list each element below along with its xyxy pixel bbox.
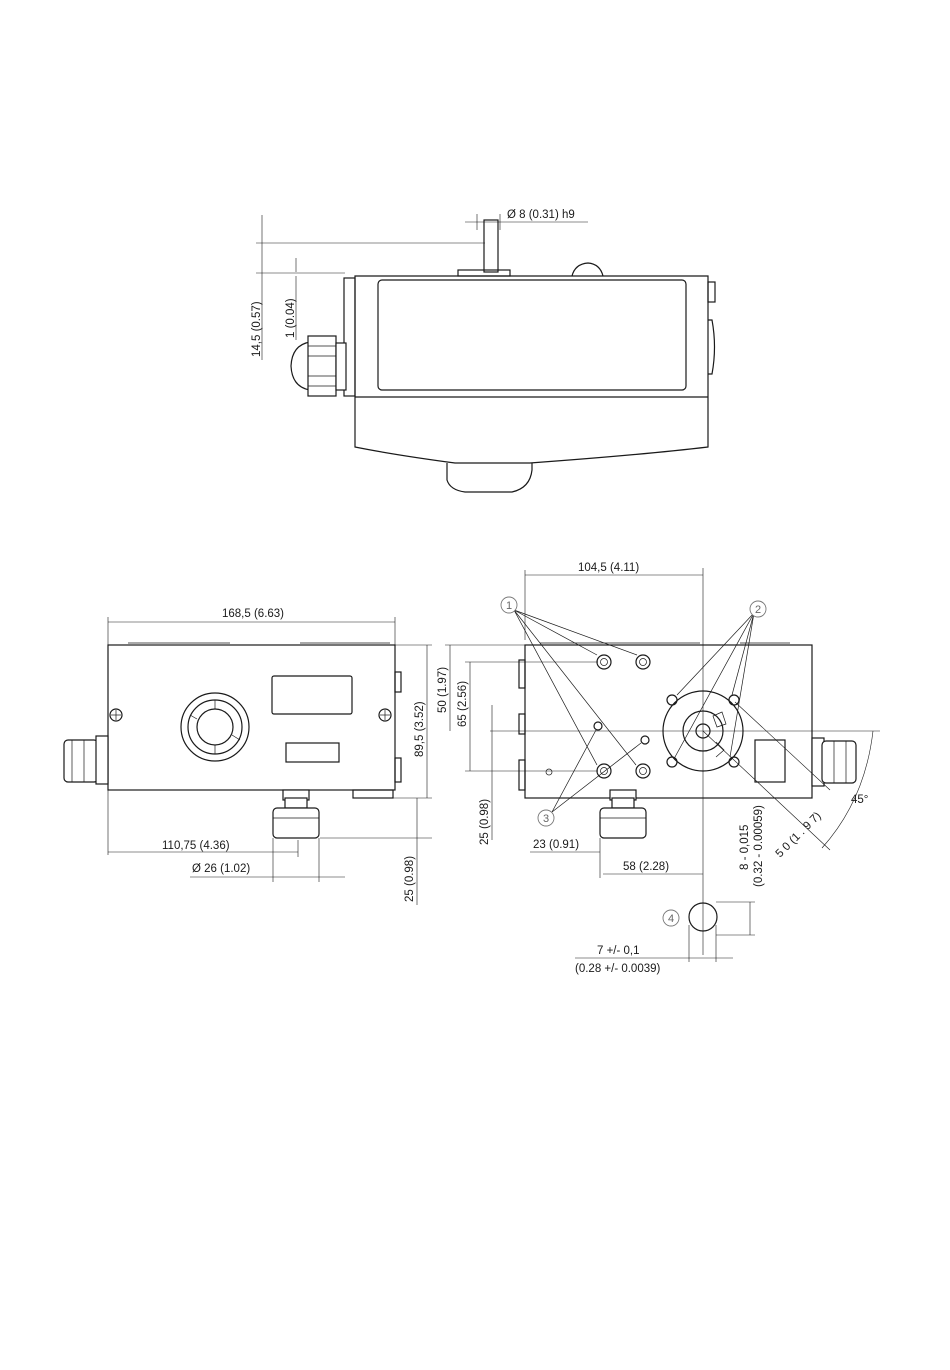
top-view: Ø 8 (0.31) h9 14,5 (0.57) 1 (0.04) bbox=[251, 209, 715, 492]
dim-side-width: 104,5 (4.11) bbox=[578, 562, 639, 574]
dim-radius-50: 5 0 (1 . 9 7) bbox=[774, 810, 824, 860]
dim-offset-23: 23 (0.91) bbox=[533, 839, 579, 851]
dim-angle-45: 45° bbox=[851, 794, 868, 806]
dim-offset-58: 58 (2.28) bbox=[623, 861, 669, 873]
callout-2-label: 2 bbox=[755, 604, 761, 616]
dim-shaft-step: 1 (0.04) bbox=[285, 298, 297, 338]
front-cable-gland bbox=[64, 736, 108, 784]
callout-4-label: 4 bbox=[668, 913, 674, 925]
dim-height-offset: 14,5 (0.57) bbox=[251, 301, 263, 357]
callout-3-label: 3 bbox=[543, 813, 549, 825]
dim-flat-inch: (0.28 +/- 0.0039) bbox=[575, 963, 661, 975]
dim-center-offset: 110,75 (4.36) bbox=[162, 840, 230, 852]
top-cable-gland bbox=[291, 336, 346, 396]
dim-front-height: 89,5 (3.52) bbox=[414, 701, 426, 757]
side-bottom-gland bbox=[600, 790, 646, 838]
dim-flat-metric: 7 +/- 0,1 bbox=[597, 945, 640, 957]
dim-shaft-diameter: Ø 8 (0.31) h9 bbox=[507, 209, 575, 221]
side-view: 104,5 (4.11) 50 (1.97) 65 (2.56) 25 (0.9… bbox=[437, 562, 880, 975]
dim-front-width: 168,5 (6.63) bbox=[222, 608, 284, 620]
front-bottom-gland bbox=[273, 790, 319, 838]
dim-shaft-tol-metric: 8 - 0,015 bbox=[739, 825, 751, 870]
dim-shaft-tol-inch: (0.32 - 0.00059) bbox=[753, 805, 765, 887]
front-view: 168,5 (6.63) 89,5 (3.52) 110,75 (4.36) Ø… bbox=[64, 608, 432, 905]
dim-height-65: 65 (2.56) bbox=[457, 681, 469, 727]
callout-1-label: 1 bbox=[506, 600, 512, 612]
dim-gland-diameter: Ø 26 (1.02) bbox=[192, 863, 250, 875]
dim-gland-length: 25 (0.98) bbox=[404, 856, 416, 902]
dim-height-25: 25 (0.98) bbox=[479, 799, 491, 845]
dim-height-50: 50 (1.97) bbox=[437, 667, 449, 713]
side-right-gland bbox=[812, 738, 856, 786]
